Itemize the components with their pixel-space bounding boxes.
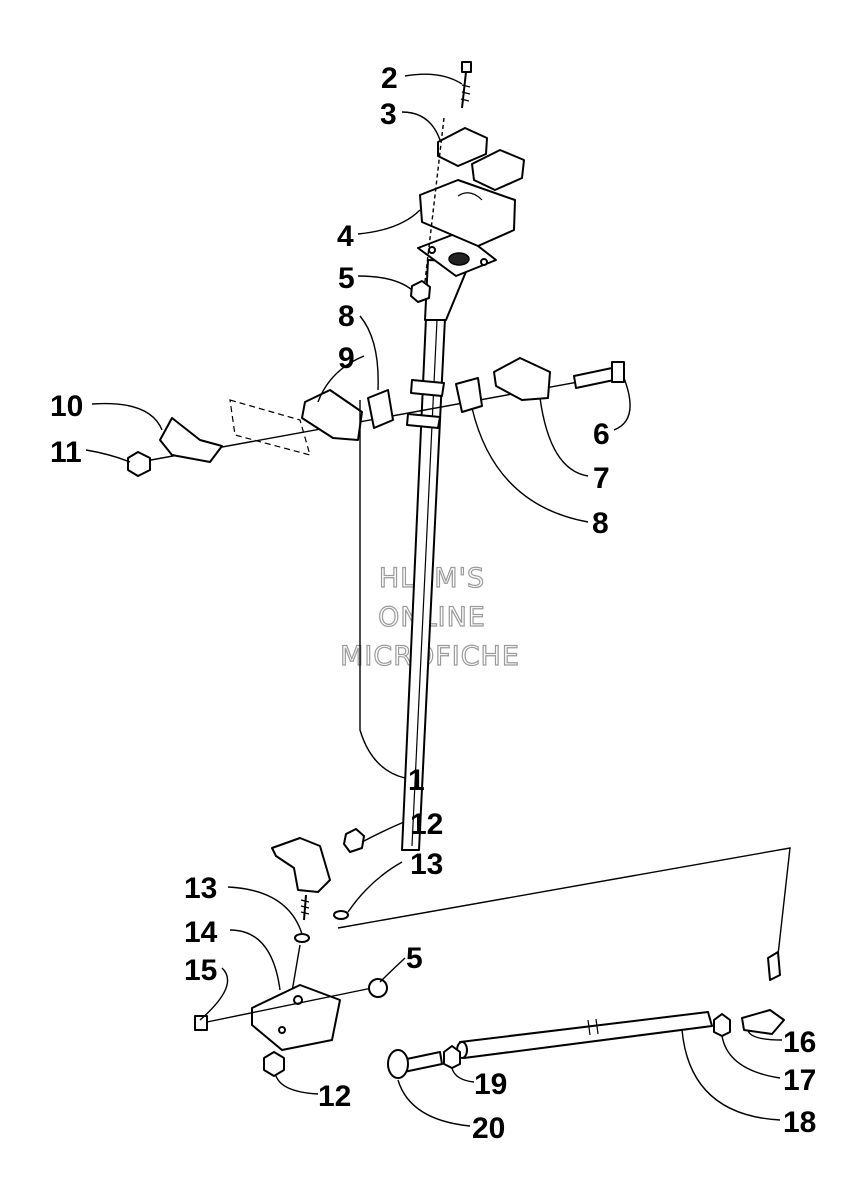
callout-5-upper: 5 [338, 262, 355, 295]
callout-14: 14 [184, 916, 218, 949]
callout-12-lower: 12 [318, 1080, 351, 1113]
callout-18: 18 [783, 1106, 816, 1139]
callout-5-lower: 5 [406, 942, 423, 975]
callout-7: 7 [593, 462, 610, 495]
callout-4: 4 [337, 220, 354, 253]
clamp-assembly [410, 61, 525, 303]
callout-8-lower: 8 [592, 507, 609, 540]
callout-1: 1 [408, 764, 425, 797]
leader-lines [85, 73, 783, 1127]
callout-12-upper: 12 [410, 808, 443, 841]
callout-17: 17 [783, 1064, 816, 1097]
callout-16: 16 [783, 1026, 816, 1059]
tie-rod-assembly [387, 951, 785, 1079]
callout-labels: 2 3 4 5 8 9 10 11 6 7 8 1 12 13 13 14 15… [50, 62, 816, 1145]
lower-arm-assembly [194, 828, 791, 1077]
watermark-line-2: ONLINE [378, 602, 486, 633]
callout-6: 6 [593, 418, 610, 451]
callout-15: 15 [184, 954, 217, 987]
callout-13-right: 13 [410, 848, 443, 881]
steering-post [401, 231, 497, 851]
callout-2: 2 [381, 62, 398, 95]
callout-8-upper: 8 [338, 300, 355, 333]
watermark-line-3: MICROFICHE [340, 641, 520, 672]
callout-9: 9 [338, 342, 355, 375]
callout-19: 19 [474, 1068, 507, 1101]
callout-10: 10 [50, 390, 83, 423]
callout-20: 20 [472, 1112, 505, 1145]
bearing-assembly [127, 357, 625, 477]
callout-11: 11 [50, 436, 82, 469]
callout-13-left: 13 [184, 872, 217, 905]
callout-3: 3 [380, 98, 397, 131]
